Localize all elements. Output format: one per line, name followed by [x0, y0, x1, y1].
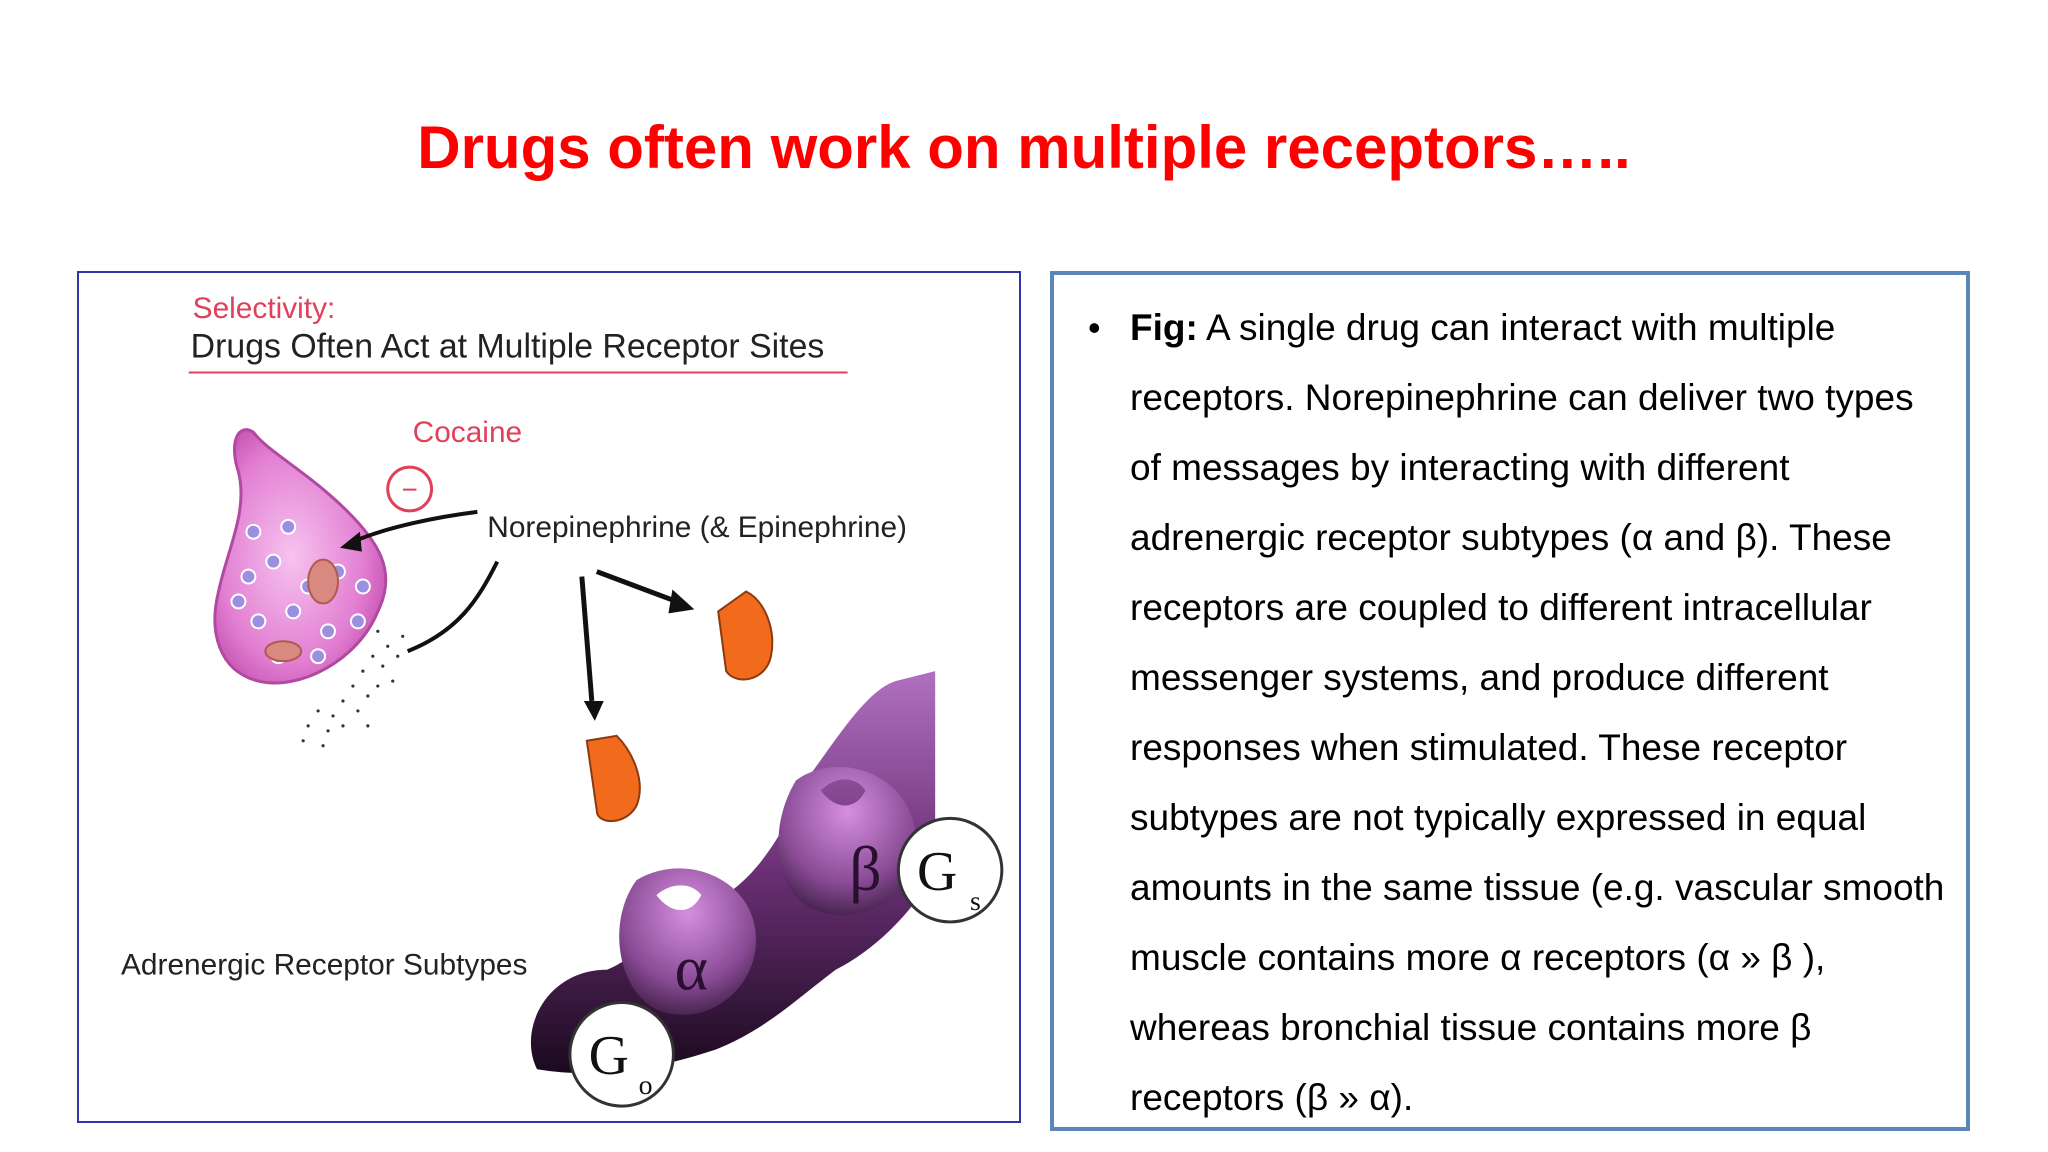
- reuptake-arrowhead: [339, 531, 362, 552]
- presynaptic-neuron: [213, 428, 388, 685]
- slide-title: Drugs often work on multiple receptors….…: [417, 114, 1631, 181]
- inhibit-symbol: −: [402, 474, 418, 505]
- arrow-to-beta: [595, 569, 678, 604]
- go-protein-icon: [568, 1001, 675, 1108]
- mitochondrion-icon: [264, 640, 303, 663]
- gs-subscript: s: [970, 886, 981, 917]
- reuptake-arrow: [352, 509, 478, 544]
- subtypes-label: Adrenergic Receptor Subtypes: [121, 949, 527, 982]
- alpha-receptor: [619, 868, 757, 1015]
- arrow-to-alpha: [579, 576, 595, 702]
- cocaine-label: Cocaine: [413, 416, 522, 449]
- caption-label: Fig:: [1130, 307, 1198, 348]
- ligand-beta: [717, 590, 774, 681]
- gs-main: G: [917, 841, 957, 903]
- released-neurotransmitter: [301, 629, 405, 748]
- go-subscript: o: [639, 1070, 653, 1101]
- arrow-to-beta-head: [668, 589, 695, 614]
- caption-bullet: • Fig: A single drug can interact with m…: [1074, 293, 1954, 1133]
- caption-body: A single drug can interact with multiple…: [1130, 307, 1945, 1118]
- receptor-figure: Selectivity: Drugs Often Act at Multiple…: [77, 271, 1021, 1123]
- beta-receptor: [778, 766, 917, 916]
- beta-symbol: β: [849, 833, 881, 904]
- mitochondrion-icon: [307, 558, 339, 605]
- release-curve: [406, 560, 500, 654]
- selectivity-label: Selectivity:: [193, 292, 336, 325]
- inhibit-icon: [386, 465, 434, 513]
- ligand-alpha: [585, 734, 641, 823]
- alpha-symbol: α: [675, 933, 708, 1004]
- bullet-icon: •: [1088, 307, 1101, 348]
- figure-heading: Drugs Often Act at Multiple Receptor Sit…: [191, 328, 825, 366]
- caption-text: Fig: A single drug can interact with mul…: [1130, 293, 1954, 1133]
- norepinephrine-label: Norepinephrine (& Epinephrine): [487, 511, 907, 544]
- go-main: G: [589, 1025, 629, 1087]
- arrow-to-alpha-head: [583, 700, 604, 721]
- receptor-diagram: Selectivity: Drugs Often Act at Multiple…: [121, 292, 1004, 1108]
- caption-box: • Fig: A single drug can interact with m…: [1050, 271, 1970, 1131]
- gs-protein-icon: [896, 816, 1004, 924]
